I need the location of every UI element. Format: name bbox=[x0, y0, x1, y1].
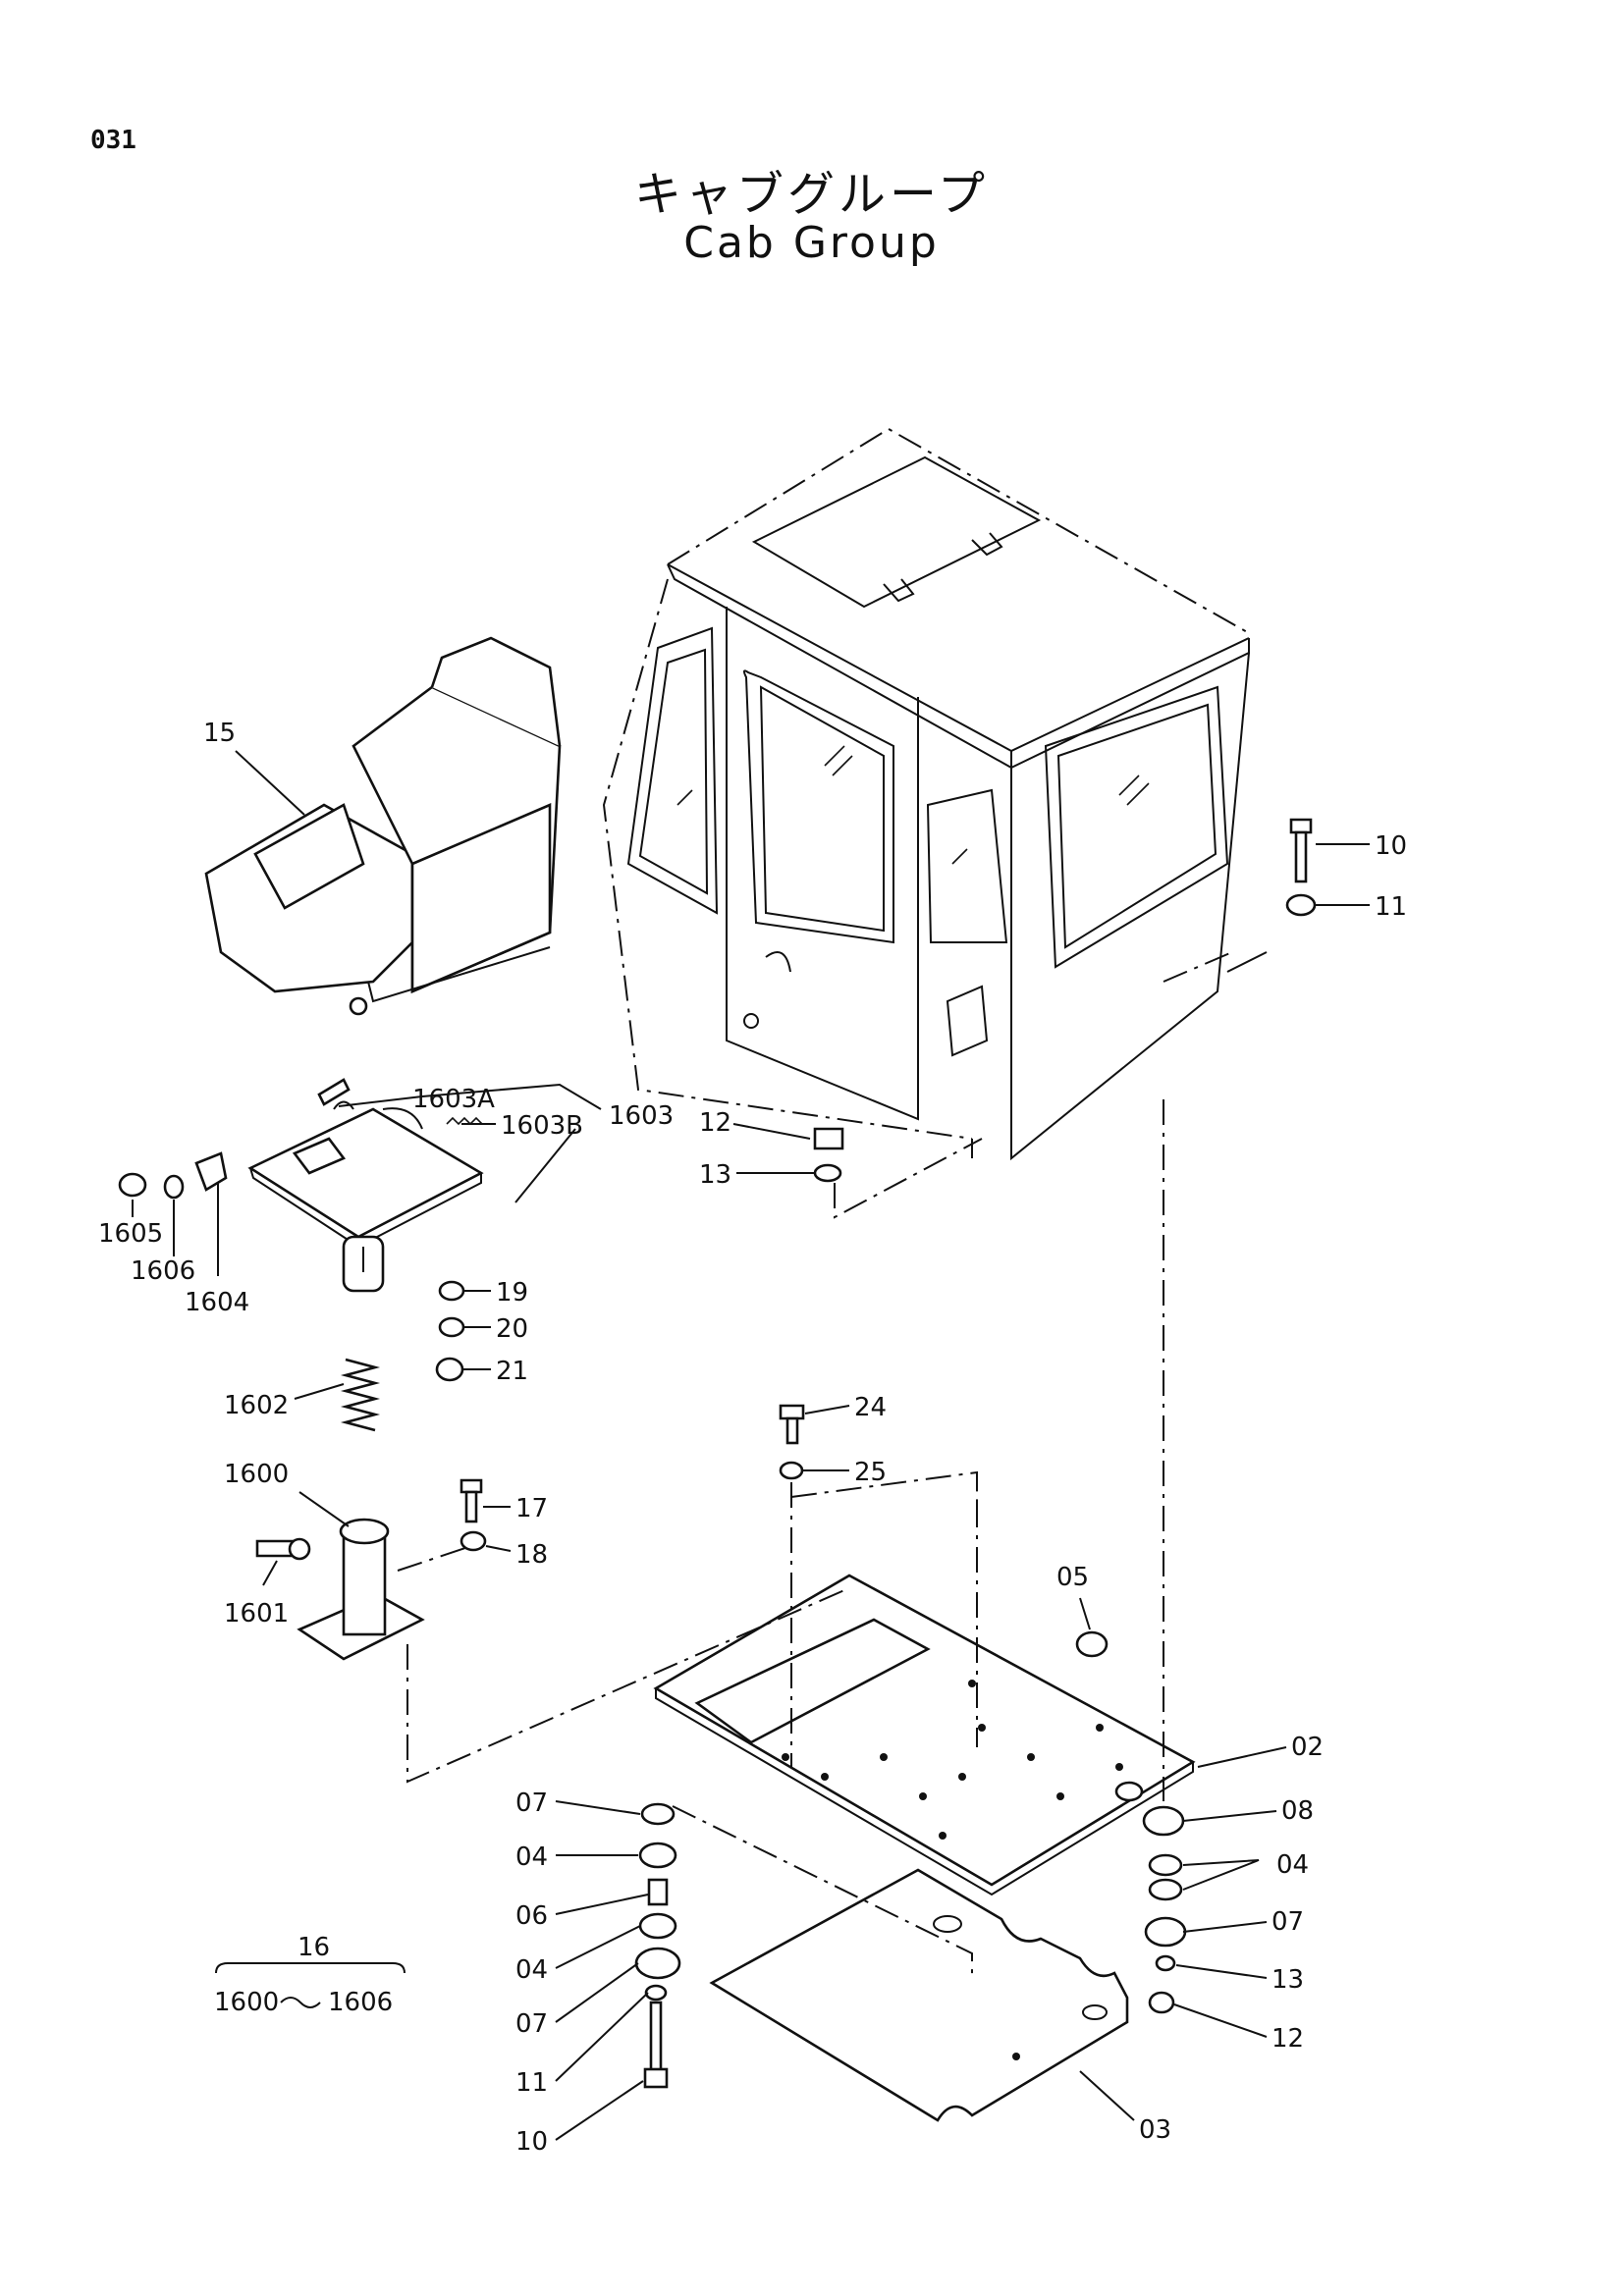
part-label-11-left: 11 bbox=[515, 2068, 548, 2098]
part-label-13-right: 13 bbox=[1271, 1965, 1304, 1995]
part-label-08: 08 bbox=[1281, 1796, 1314, 1826]
title-japanese: キャブグループ bbox=[633, 167, 990, 222]
part-label-13: 13 bbox=[699, 1160, 731, 1190]
seat-plate-drawing bbox=[118, 1078, 487, 1661]
operator-seat-drawing bbox=[204, 636, 562, 1016]
part-label-1603A: 1603A bbox=[412, 1085, 495, 1114]
title-english: Cab Group bbox=[683, 218, 940, 268]
part-label-07-left-top: 07 bbox=[515, 1789, 548, 1818]
part-label-03: 03 bbox=[1139, 2115, 1171, 2145]
part-label-24: 24 bbox=[854, 1393, 887, 1422]
group-range-end: 1606 bbox=[328, 1988, 393, 2017]
group-label-16: 16 1600 1606 bbox=[214, 1933, 406, 2017]
part-label-11: 11 bbox=[1375, 892, 1407, 922]
part-label-20: 20 bbox=[496, 1314, 528, 1344]
part-label-18: 18 bbox=[515, 1540, 548, 1570]
part-label-1600: 1600 bbox=[224, 1460, 289, 1489]
part-number-labels: 10 11 12 13 15 1603A 1603 1603B 1605 160… bbox=[98, 719, 1407, 2157]
part-label-15: 15 bbox=[203, 719, 236, 748]
part-label-1606: 1606 bbox=[131, 1256, 195, 1286]
group-range-tilde bbox=[280, 1997, 321, 2008]
part-label-04-left-top: 04 bbox=[515, 1842, 548, 1872]
part-label-1604: 1604 bbox=[185, 1288, 249, 1317]
part-label-04-left-bottom: 04 bbox=[515, 1955, 548, 1985]
mount-stack-left bbox=[634, 1802, 681, 2089]
part-label-25: 25 bbox=[854, 1458, 887, 1487]
part-label-1602: 1602 bbox=[224, 1391, 289, 1420]
group-number: 16 bbox=[298, 1933, 330, 1962]
bolt-washer-top-right bbox=[1285, 818, 1317, 917]
part-label-12: 12 bbox=[699, 1108, 731, 1138]
part-label-17: 17 bbox=[515, 1494, 548, 1523]
nut-washer-cab bbox=[813, 1127, 844, 1183]
part-label-04-right: 04 bbox=[1276, 1850, 1309, 1880]
part-label-12-right: 12 bbox=[1271, 2024, 1304, 2054]
floor-plate-drawing bbox=[653, 1404, 1196, 1896]
part-label-07-right: 07 bbox=[1271, 1907, 1304, 1937]
mount-stack-right bbox=[1142, 1805, 1187, 2014]
part-label-05: 05 bbox=[1056, 1563, 1089, 1592]
part-label-06: 06 bbox=[515, 1901, 548, 1931]
part-label-10-left: 10 bbox=[515, 2127, 548, 2157]
page-number: 031 bbox=[90, 126, 136, 155]
group-range-start: 1600 bbox=[214, 1988, 279, 2017]
part-label-19: 19 bbox=[496, 1278, 528, 1308]
part-label-07-left-bottom: 07 bbox=[515, 2009, 548, 2039]
part-label-21: 21 bbox=[496, 1357, 528, 1386]
leader-lines bbox=[132, 750, 1370, 2141]
floor-mat-drawing bbox=[709, 1868, 1129, 2122]
group-brace bbox=[215, 1962, 406, 1974]
part-label-02: 02 bbox=[1291, 1733, 1324, 1762]
part-label-10: 10 bbox=[1375, 831, 1407, 861]
part-label-1603: 1603 bbox=[609, 1101, 674, 1131]
alignment-lines bbox=[362, 951, 1233, 1978]
part-label-1601: 1601 bbox=[224, 1599, 289, 1629]
part-label-1605: 1605 bbox=[98, 1219, 163, 1249]
cab-body-drawing bbox=[602, 427, 1268, 1161]
part-label-1603B: 1603B bbox=[501, 1111, 583, 1141]
